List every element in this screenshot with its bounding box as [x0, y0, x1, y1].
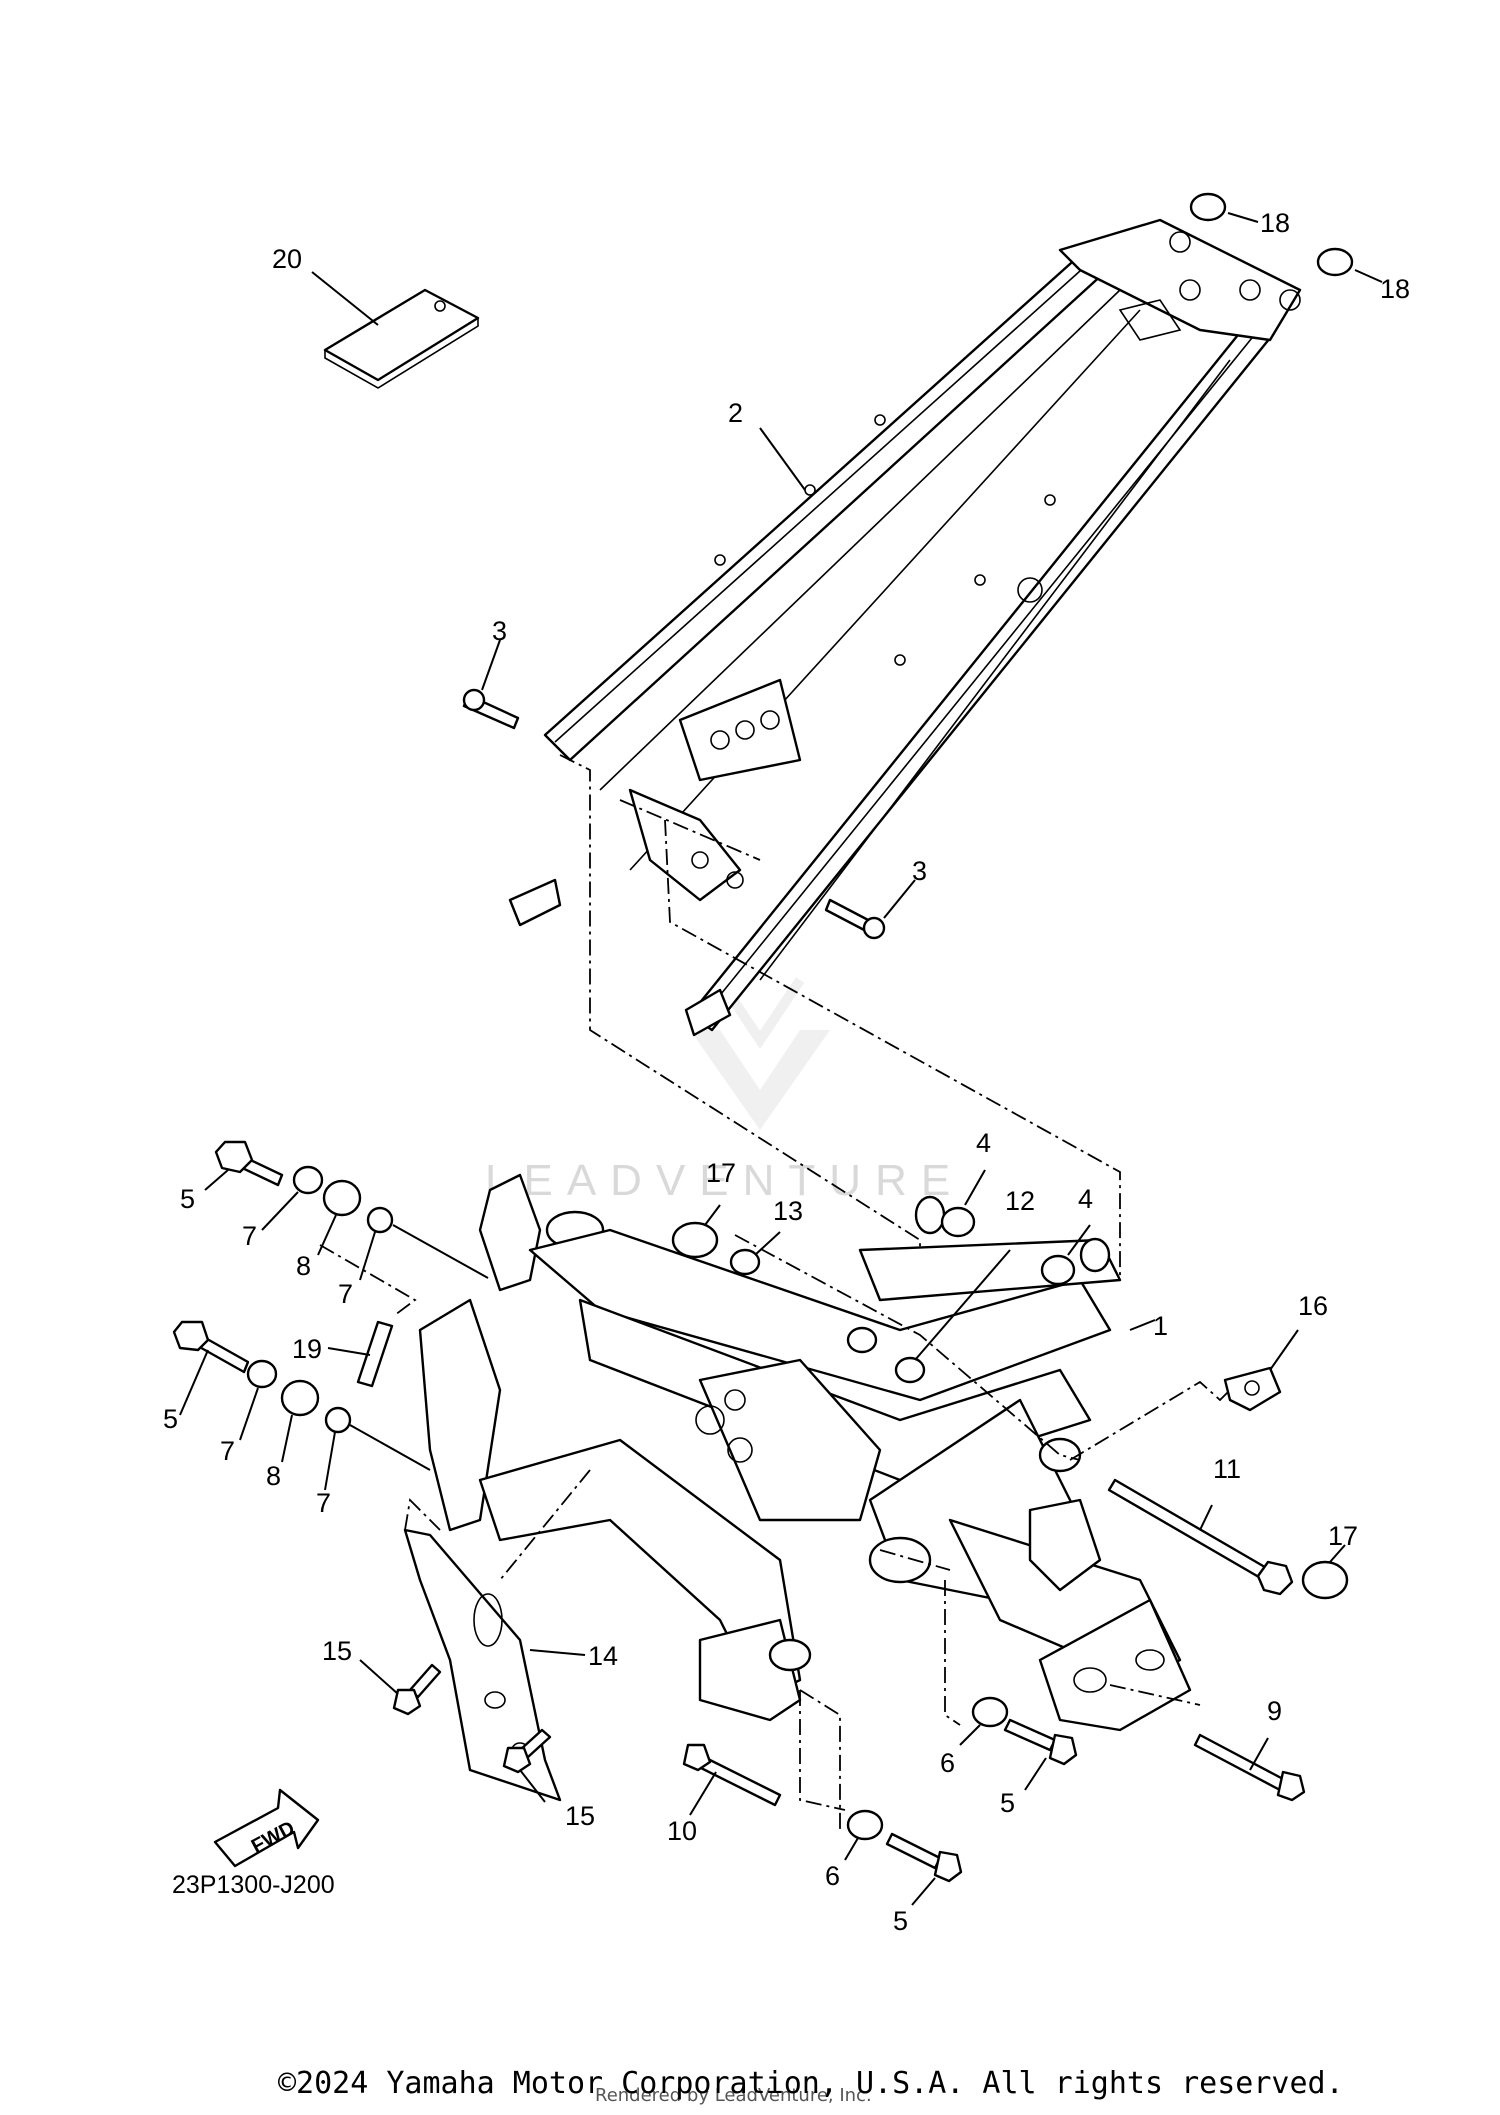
- callout: 7: [338, 1279, 353, 1309]
- callout: 1: [1153, 1311, 1168, 1341]
- part-14-plate: [403, 1528, 586, 1802]
- callout: 8: [266, 1461, 281, 1491]
- callout: 16: [1298, 1291, 1328, 1321]
- part-6-collar-2: [844, 1809, 884, 1861]
- part-5-bolt-lower-right-1: [1003, 1718, 1078, 1791]
- part-8-bushing-upper-left: [317, 1179, 362, 1256]
- part-6-collar-1: [959, 1696, 1009, 1746]
- part-5-bolt-upper-left: [204, 1140, 284, 1191]
- callout: 10: [667, 1816, 697, 1846]
- callout: 5: [1000, 1788, 1015, 1818]
- part-5-bolt-lower-left: [172, 1320, 250, 1416]
- part-5-bolt-lower-right-2: [885, 1832, 963, 1906]
- part-9-bolt: [1193, 1733, 1306, 1802]
- part-13-nut: [729, 1231, 781, 1276]
- part-4-nuts: [940, 1169, 1091, 1286]
- watermark-text: LEADVENTURE: [485, 1156, 964, 1205]
- part-16-plate: [1223, 1329, 1299, 1412]
- part-18-caps: [1189, 192, 1383, 283]
- callout: 15: [322, 1636, 352, 1666]
- assembly-lines-lower: [319, 1234, 1231, 1830]
- callout: 7: [316, 1488, 331, 1518]
- callout: 3: [492, 616, 507, 646]
- part-20-label: [311, 271, 480, 389]
- part-7-collar-lower-left-2: [324, 1406, 431, 1491]
- callout: 8: [296, 1251, 311, 1281]
- callout: 20: [272, 244, 302, 274]
- callout: 5: [893, 1906, 908, 1936]
- part-1-main-frame: [418, 1173, 1192, 1732]
- callout: 18: [1260, 208, 1290, 238]
- part-7-collar-lower-left-1: [239, 1359, 278, 1441]
- fwd-arrow-icon: FWD: [213, 1788, 320, 1868]
- render-credit: Rendered by LeadVenture, Inc.: [595, 2085, 872, 2106]
- callout: 13: [773, 1196, 803, 1226]
- callout: 17: [1328, 1521, 1358, 1551]
- part-7-collar-upper-left-1: [261, 1165, 324, 1231]
- callout: 9: [1267, 1696, 1282, 1726]
- part-19-strip: [327, 1320, 394, 1388]
- part-15-bolts: [359, 1659, 552, 1803]
- part-11-bolt: [1107, 1478, 1294, 1596]
- callout: 12: [1005, 1186, 1035, 1216]
- callout: 14: [588, 1641, 618, 1671]
- callout: 5: [180, 1184, 195, 1214]
- part-3-bolts: [462, 639, 916, 940]
- callout: 4: [976, 1128, 991, 1158]
- callout: 4: [1078, 1184, 1093, 1214]
- copyright-notice: ©2024 Yamaha Motor Corporation, U.S.A. A…: [278, 2066, 1344, 2101]
- callout: 3: [912, 856, 927, 886]
- part-2-rear-frame: [508, 218, 1302, 1037]
- callout: 19: [292, 1334, 322, 1364]
- part-12-nut: [846, 1249, 1011, 1384]
- part-17-collars: [671, 1204, 1349, 1600]
- callout: 6: [825, 1861, 840, 1891]
- callout-labels: 20 18 18 2 3 3 4 4 17 13 12 16 1 5 7 8 7…: [163, 208, 1410, 1936]
- callout: 2: [728, 398, 743, 428]
- callout: 6: [940, 1748, 955, 1778]
- callout: 5: [163, 1404, 178, 1434]
- callout: 15: [565, 1801, 595, 1831]
- callout: 18: [1380, 274, 1410, 304]
- part-7-collar-upper-left-2: [359, 1206, 489, 1281]
- assembly-lines-upper: [559, 754, 1121, 1280]
- callout: 17: [706, 1158, 736, 1188]
- part-8-bushing-lower-left: [280, 1379, 320, 1463]
- diagram-code: 23P1300-J200: [172, 1871, 335, 1899]
- callout: 7: [220, 1436, 235, 1466]
- callout: 7: [242, 1221, 257, 1251]
- callout: 11: [1213, 1454, 1241, 1484]
- part-10-bolt: [682, 1743, 782, 1816]
